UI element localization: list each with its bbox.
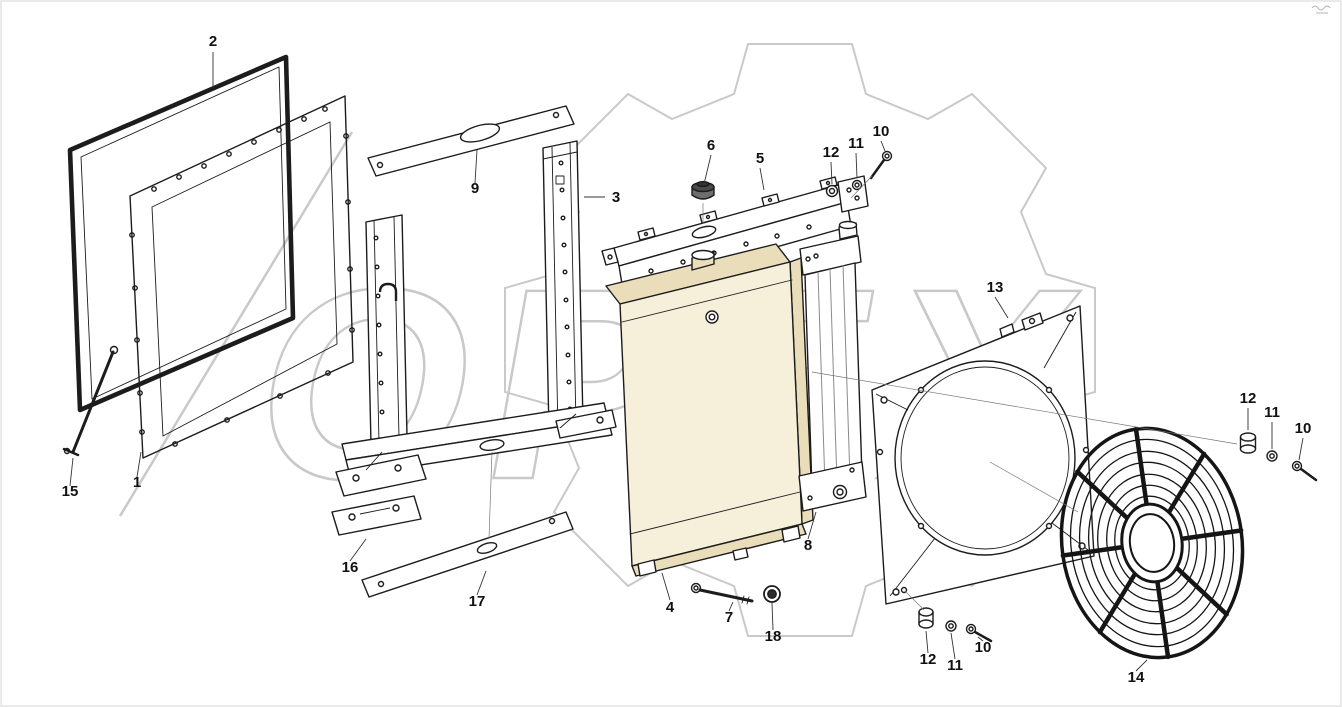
- leader-lines: [69, 52, 1304, 672]
- callout-7: 7: [725, 609, 733, 626]
- callout-12-bottom: 12: [920, 651, 937, 668]
- part-lower-bracket: [331, 495, 422, 536]
- part-stay-rod: [62, 345, 119, 457]
- part-radiator-frame: [335, 140, 617, 497]
- corner-watermark: [1311, 5, 1331, 14]
- part-oil-cooler: [798, 220, 867, 512]
- part-filler-cap: [691, 180, 715, 200]
- part-top-plate: [367, 105, 575, 177]
- fastener-set-right: [1239, 432, 1318, 482]
- part-bolt-lower: [690, 582, 754, 605]
- callout-4: 4: [666, 599, 675, 616]
- part-side-panel: [129, 95, 355, 459]
- callout-10-bottom: 10: [975, 639, 992, 656]
- callout-1: 1: [133, 474, 141, 491]
- callout-6: 6: [707, 137, 715, 154]
- callout-11-top: 11: [848, 135, 864, 152]
- part-lower-strip: [361, 511, 574, 598]
- watermark-slash: [118, 131, 354, 517]
- callout-5: 5: [756, 150, 764, 167]
- callout-12-right: 12: [1240, 390, 1257, 407]
- callout-16: 16: [342, 559, 359, 576]
- callout-13: 13: [987, 279, 1004, 296]
- callout-10-top: 10: [873, 123, 890, 140]
- part-fan-guard: [1059, 426, 1245, 660]
- fastener-set-bottom: [918, 607, 993, 643]
- part-seal-frame: [67, 54, 296, 413]
- callout-14: 14: [1128, 669, 1145, 686]
- callout-3: 3: [612, 189, 620, 206]
- callout-12-top: 12: [823, 144, 840, 161]
- callout-15: 15: [62, 483, 79, 500]
- callout-18: 18: [765, 628, 782, 645]
- fastener-set-top: [825, 150, 893, 198]
- callout-11-right: 11: [1264, 404, 1280, 421]
- callout-11-bottom: 11: [947, 657, 963, 674]
- part-radiator: [605, 243, 814, 577]
- assembly-axis-lines: [488, 175, 1238, 611]
- callout-10-right: 10: [1295, 420, 1312, 437]
- callout-9: 9: [471, 180, 479, 197]
- callout-8: 8: [804, 537, 812, 554]
- callout-2: 2: [209, 33, 217, 50]
- part-fan-shroud: [871, 305, 1095, 605]
- part-grommet: [763, 585, 781, 603]
- callout-17: 17: [469, 593, 486, 610]
